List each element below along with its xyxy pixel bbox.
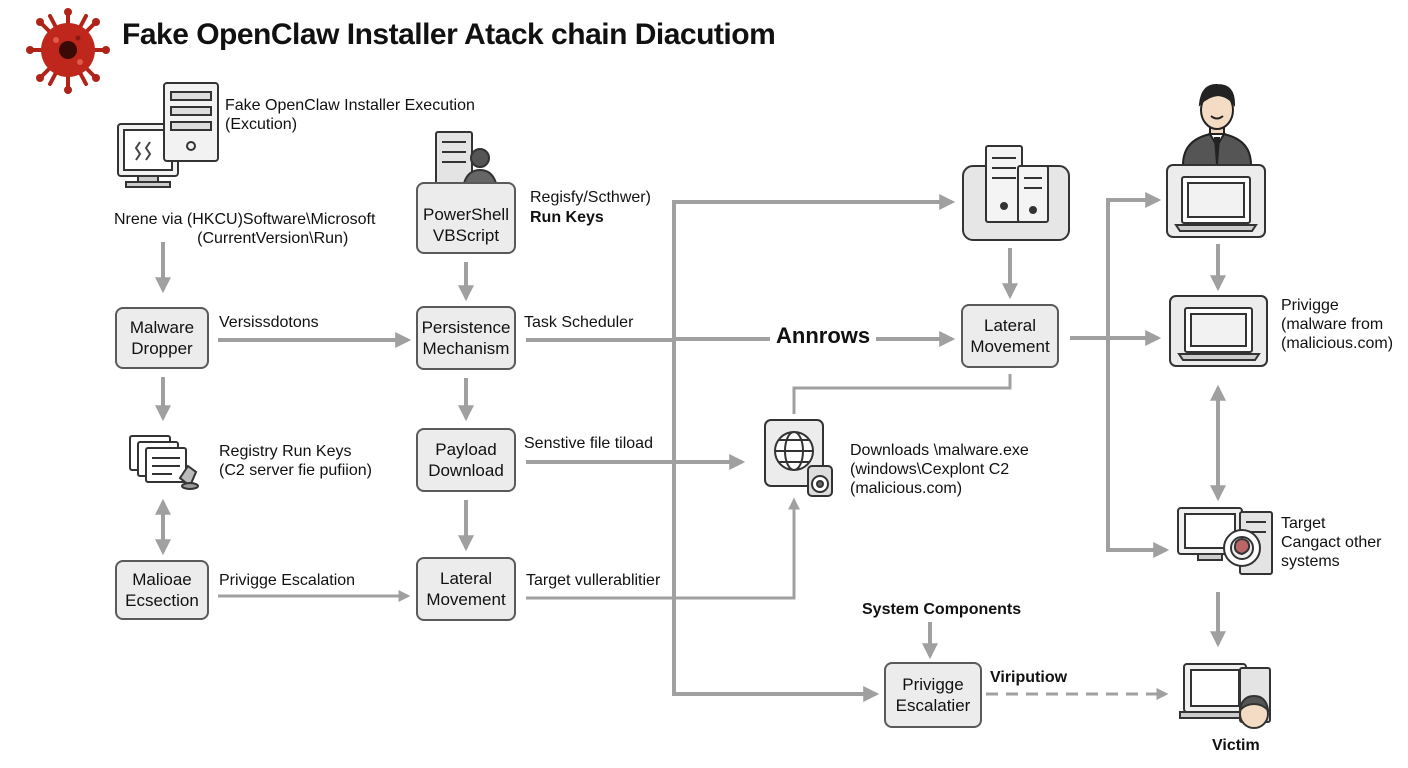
laptop-icon bbox=[1169, 295, 1268, 367]
label-run-keys: Run Keys bbox=[530, 209, 604, 226]
node-line: Lateral bbox=[440, 569, 492, 588]
target-computer-icon bbox=[1177, 507, 1273, 575]
laptop-icon bbox=[1166, 164, 1266, 238]
node-line: Malware bbox=[129, 318, 195, 337]
label-line: (Excution) bbox=[225, 116, 298, 133]
node-line: Escalatier bbox=[895, 696, 971, 715]
label-system-components: System Components bbox=[862, 601, 1022, 618]
label-line: Privigge bbox=[1281, 297, 1339, 314]
virus-icon bbox=[26, 8, 110, 94]
label-viriputiow: Viriputiow bbox=[990, 669, 1068, 686]
node-line: Download bbox=[428, 461, 504, 480]
node-line: Mechanism bbox=[422, 339, 510, 358]
label-line: (windows\Cexplont C2 bbox=[850, 461, 1010, 478]
node-line: Dropper bbox=[131, 339, 193, 358]
page-title: Fake OpenClaw Installer Atack chain Diac… bbox=[122, 18, 776, 51]
victim-computer-icon bbox=[1179, 663, 1271, 729]
label-line: Cangact other bbox=[1281, 534, 1382, 551]
globe-malware-icon bbox=[764, 419, 833, 497]
businessman-icon bbox=[1181, 83, 1253, 166]
label-annrows: Annrows bbox=[776, 323, 871, 348]
label-target: Target Cangact other systems bbox=[1281, 514, 1382, 571]
label-registry-path: Nrene via (HKCU)Software\Microsoft (Curr… bbox=[114, 210, 375, 248]
node-line: VBScript bbox=[432, 226, 500, 245]
label-line: Target bbox=[1281, 515, 1326, 532]
flow-arrows bbox=[155, 192, 1226, 702]
node-line: Movement bbox=[426, 590, 506, 609]
label-line: (CurrentVersion\Run) bbox=[197, 230, 349, 247]
label-registry-software: Regisfy/Scthwer) bbox=[530, 189, 651, 206]
label-privilege-right: Privigge (malware from (malicious.com) bbox=[1281, 296, 1393, 353]
node-line: Lateral bbox=[984, 316, 1036, 335]
node-line: Persistence bbox=[421, 318, 511, 337]
label-versissdotons: Versissdotons bbox=[219, 314, 319, 331]
node-line: PowerShell bbox=[423, 205, 509, 224]
node-line: Malioae bbox=[132, 570, 192, 589]
label-line: Registry Run Keys bbox=[219, 443, 352, 460]
label-victim: Victim bbox=[1212, 737, 1260, 754]
label-line: Fake OpenClaw Installer Execution bbox=[225, 97, 475, 114]
label-sensitive-file: Senstive file tiload bbox=[524, 435, 653, 452]
label-line: (malware from bbox=[1281, 316, 1384, 333]
label-downloads: Downloads \malware.exe (windows\Cexplont… bbox=[850, 441, 1029, 498]
computer-server-icon bbox=[117, 82, 219, 188]
node-line: Ecsection bbox=[125, 591, 199, 610]
node-line: Privigge bbox=[902, 675, 964, 694]
label-line: (malicious.com) bbox=[1281, 335, 1394, 352]
label-line: (C2 server fie pufiion) bbox=[219, 462, 372, 479]
documents-icon bbox=[129, 435, 199, 490]
label-line: Downloads \malware.exe bbox=[850, 442, 1029, 459]
node-line: Payload bbox=[435, 440, 497, 459]
label-installer-execution: Fake OpenClaw Installer Execution (Excut… bbox=[225, 96, 475, 134]
label-task-scheduler: Task Scheduler bbox=[524, 314, 634, 331]
node-line: Movement bbox=[970, 337, 1050, 356]
label-line: Nrene via (HKCU)Software\Microsoft bbox=[114, 211, 376, 228]
label-target-vulnerabilities: Target vullerablitier bbox=[526, 572, 661, 589]
label-line: (malicious.com) bbox=[850, 480, 963, 497]
server-icon bbox=[962, 145, 1070, 241]
label-registry-run-keys: Registry Run Keys (C2 server fie pufiion… bbox=[219, 442, 372, 480]
label-privilege-escalation: Privigge Escalation bbox=[219, 572, 356, 589]
label-line: systems bbox=[1281, 553, 1340, 570]
